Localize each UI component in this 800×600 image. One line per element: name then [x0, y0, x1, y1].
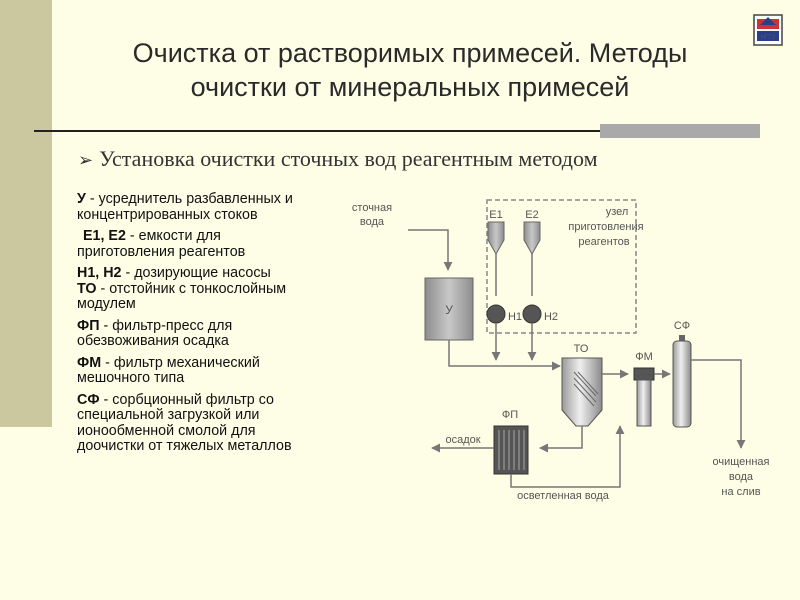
legend-desc: - дозирующие насосы [125, 265, 271, 281]
e1-label: Е1 [489, 209, 502, 221]
treated-water-label: на слив [721, 486, 760, 498]
legend-desc: обезвоживания осадка [77, 333, 229, 349]
legend-item-u: У - усреднитель разбавленных и концентри… [77, 191, 377, 223]
treated-water-label: очищенная [712, 456, 769, 468]
legend-item-e: Е1, Е2 - емкости для приготовления реаге… [77, 228, 377, 260]
filter-fm-head [633, 367, 655, 381]
sorption-sf-valve [679, 335, 685, 341]
e2-label: Е2 [525, 209, 538, 221]
settler-to [561, 357, 603, 427]
thin-layer-module [573, 371, 599, 407]
wastewater-label: сточная [352, 202, 392, 214]
title-accent-bar [600, 124, 760, 138]
legend-term: Е1, Е2 [83, 228, 126, 244]
legend-item-h: Н1, Н2 - дозирующие насосы [77, 265, 377, 282]
treated-water-outlet [691, 359, 746, 449]
legend-item-sf: СФ - сорбционный фильтр со специальной з… [77, 391, 377, 455]
tank-u-label: У [445, 303, 453, 317]
legend-desc: - фильтр механический [105, 354, 260, 371]
legend-term: СФ [77, 391, 100, 408]
reagent-tank-e2 [523, 221, 541, 256]
filter-fm [636, 379, 652, 427]
pump-h1-label: Н1 [508, 311, 522, 323]
title-line-2: очистки от минеральных примесей [190, 72, 630, 102]
pump-h2-label: Н2 [544, 311, 558, 323]
legend-item-fm: ФМ - фильтр механический мешочного типа [77, 354, 377, 387]
reagent-unit-label: реагентов [578, 236, 629, 248]
page-title: Очистка от растворимых примесей. Методы … [60, 36, 760, 104]
bullet-arrow-icon: ➢ [78, 150, 94, 170]
filter-fm-label: ФМ [635, 351, 653, 363]
legend-desc: - емкости для [129, 228, 221, 244]
legend-desc: концентрированных стоков [77, 206, 258, 223]
sorption-filter-sf [672, 340, 692, 428]
legend-term: Н1, Н2 [77, 265, 122, 281]
title-divider [34, 130, 759, 132]
sludge-to-press-pipe [539, 438, 583, 453]
legend-list: У - усреднитель разбавленных и концентри… [77, 191, 377, 461]
legend-desc: специальной загрузкой или [77, 407, 260, 423]
sediment-label: осадок [445, 434, 480, 446]
wastewater-label: вода [360, 216, 385, 228]
legend-desc: - сорбционный фильтр со [103, 391, 274, 408]
reagent-unit-label: узел [606, 206, 629, 218]
legend-item-fp: ФП - фильтр-пресс для обезвоживания осад… [77, 317, 377, 350]
wastewater-inlet-pipe [408, 229, 453, 271]
filter-press-fp-label: ФП [502, 409, 518, 421]
pump-h1 [486, 304, 506, 324]
legend-desc: приготовления реагентов [77, 243, 246, 260]
legend-term: ТО [77, 280, 97, 297]
reagent-unit-label: приготовления [568, 221, 643, 233]
u-to-settler-pipe [448, 340, 561, 371]
legend-desc: ионообменной смолой для [77, 422, 256, 439]
legend-desc: доочистки от тяжелых металлов [77, 438, 292, 454]
title-line-1: Очистка от растворимых примесей. Методы [132, 38, 688, 68]
legend-desc: модулем [77, 296, 136, 312]
legend-term: У [77, 191, 86, 207]
legend-desc: - усреднитель разбавленных и [89, 191, 293, 207]
legend-desc: - фильтр-пресс для [103, 317, 233, 334]
reagent-unit-boundary [486, 199, 637, 334]
filter-press-fp [493, 425, 529, 475]
clarified-water-return [510, 425, 625, 488]
legend-desc: мешочного типа [77, 370, 185, 386]
equalizer-tank-u [424, 277, 474, 341]
reagent-tank-e1 [487, 221, 505, 256]
legend-item-to: ТО - отстойник с тонкослойным модулем [77, 280, 377, 313]
legend-term: ФП [77, 317, 100, 334]
settler-to-label: ТО [574, 343, 589, 355]
clarified-water-label: осветленная вода [517, 490, 610, 502]
treated-water-label: вода [729, 471, 754, 483]
legend-desc: - отстойник с тонкослойным [100, 280, 287, 297]
sidebar-decoration [0, 0, 52, 427]
sorption-sf-label: СФ [674, 320, 690, 332]
slide-subtitle: ➢Установка очистки сточных вод реагентны… [78, 146, 598, 172]
subtitle-text: Установка очистки сточных вод реагентным… [99, 146, 598, 171]
legend-term: ФМ [77, 354, 102, 371]
pump-h2 [522, 304, 542, 324]
logo-text: НГТУ [760, 35, 775, 41]
university-logo-icon: НГТУ [753, 14, 783, 46]
